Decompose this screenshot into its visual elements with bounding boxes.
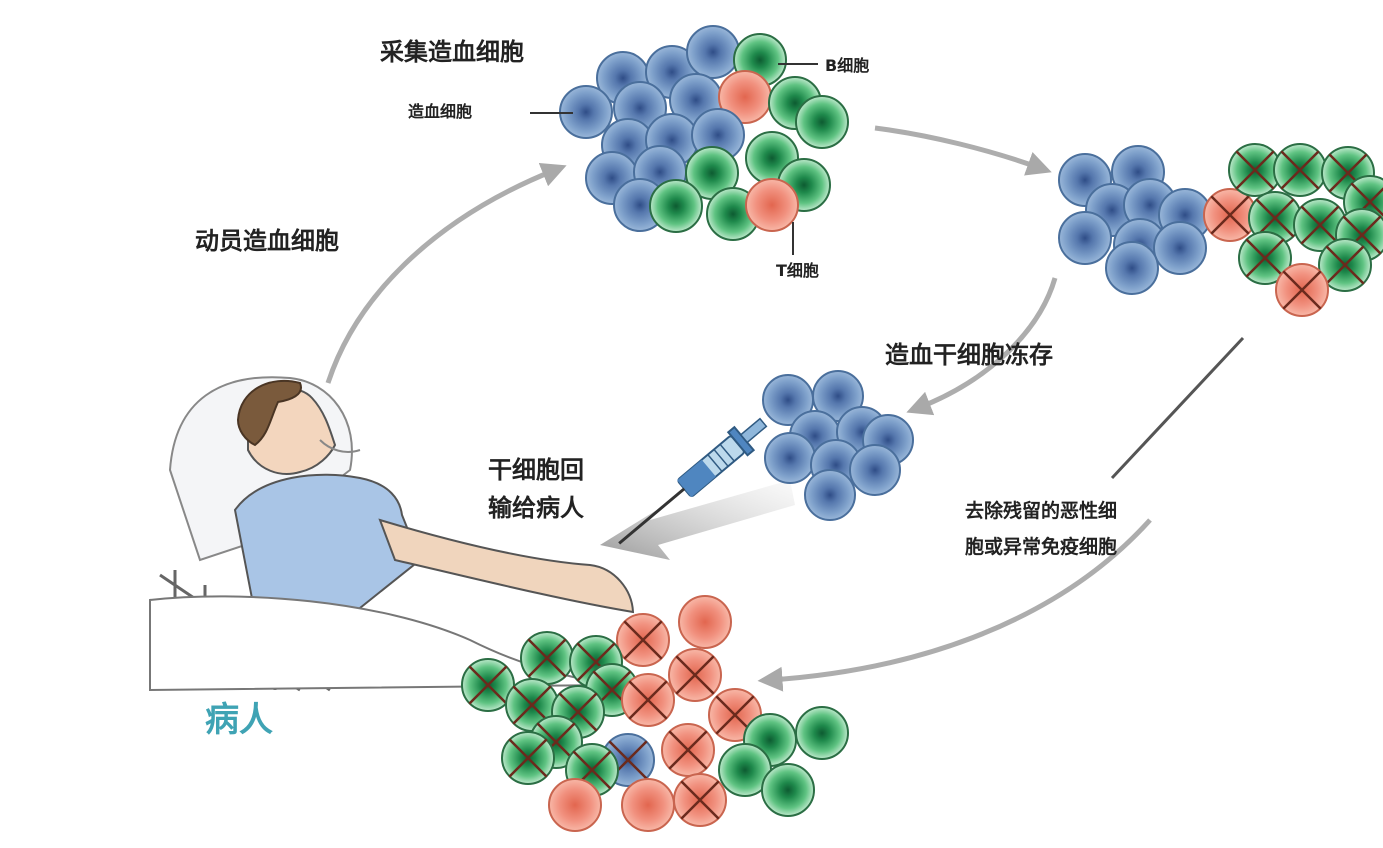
oxygen-tube — [319, 439, 361, 453]
red-malignant-cell — [621, 778, 675, 832]
red-malignant-cell — [745, 178, 799, 232]
blue-stem-cell — [812, 370, 864, 422]
cell-clusters — [461, 25, 1383, 832]
green-immune-cell — [649, 179, 703, 233]
blue-stem-cell — [1105, 241, 1159, 295]
label-mobilize: 动员造血细胞 — [195, 227, 339, 255]
label-hematopoietic-cell: 造血细胞 — [408, 102, 473, 121]
eliminated-cell — [501, 731, 555, 785]
label-collect-cells: 采集造血细胞 — [380, 38, 524, 66]
arm — [378, 518, 635, 614]
green-immune-cell — [795, 706, 849, 760]
eliminated-cell — [661, 723, 715, 777]
blue-stem-cell — [686, 25, 740, 79]
label-remove-line1: 去除残留的恶性细 — [965, 500, 1118, 522]
eliminated-cell — [668, 648, 722, 702]
arrow-mobilize — [325, 163, 567, 384]
eliminated-cell — [520, 631, 574, 685]
blue-stem-cell — [1153, 221, 1207, 275]
arrow-to-purge — [874, 125, 1052, 176]
eliminated-cell — [1238, 231, 1292, 285]
red-malignant-cell — [678, 595, 732, 649]
flow-arrows — [325, 125, 1245, 692]
arrow-return — [757, 518, 1152, 692]
green-immune-cell — [795, 95, 849, 149]
arrow-to-freeze — [906, 277, 1058, 416]
syringe-icon — [618, 417, 768, 545]
eliminated-cell — [1228, 143, 1282, 197]
blue-stem-cell — [804, 469, 856, 521]
eliminated-cell — [1318, 238, 1372, 292]
eliminated-cell — [1273, 143, 1327, 197]
blue-stem-cell — [849, 444, 901, 496]
patient-illustration — [149, 376, 635, 692]
eliminated-cell — [621, 673, 675, 727]
eliminated-cell — [1203, 188, 1257, 242]
leader-lines — [530, 63, 818, 255]
red-malignant-cell — [548, 778, 602, 832]
eliminated-cell — [673, 773, 727, 827]
blue-stem-cell — [764, 432, 816, 484]
label-reinfuse-line2: 输给病人 — [488, 494, 584, 522]
hair — [236, 379, 302, 447]
label-reinfuse-line1: 干细胞回 — [488, 456, 584, 484]
blue-stem-cell — [1058, 211, 1112, 265]
eliminated-cell — [1248, 191, 1302, 245]
arrow-reinfuse — [600, 480, 795, 560]
label-cryopreserve: 造血干细胞冻存 — [885, 341, 1053, 369]
eliminated-cell — [1275, 263, 1329, 317]
label-b-cell: B细胞 — [825, 56, 870, 75]
pointer-line — [1110, 336, 1245, 480]
label-t-cell: T细胞 — [776, 261, 819, 280]
label-remove-line2: 胞或异常免疫细胞 — [965, 536, 1118, 558]
label-patient: 病人 — [205, 700, 273, 740]
eliminated-cell — [616, 613, 670, 667]
eliminated-cell — [461, 658, 515, 712]
green-immune-cell — [761, 763, 815, 817]
